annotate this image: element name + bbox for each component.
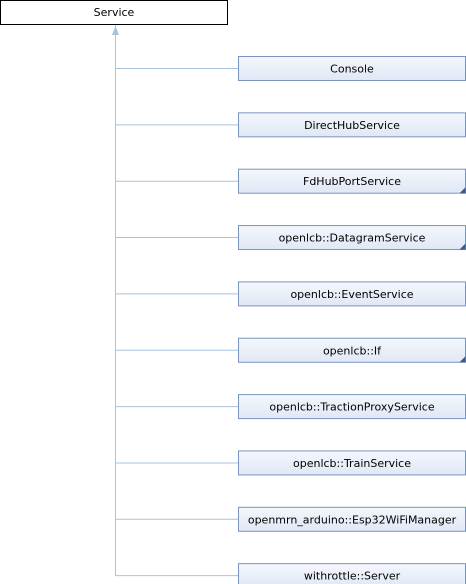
- derived-class-node[interactable]: openlcb::EventService: [238, 281, 466, 307]
- derived-class-box[interactable]: [238, 394, 466, 420]
- derived-class-node[interactable]: openlcb::TractionProxyService: [238, 394, 466, 420]
- derived-class-box[interactable]: [238, 56, 466, 81]
- root-class-box[interactable]: [0, 0, 228, 25]
- derived-class-label: Console: [330, 63, 374, 76]
- derived-class-box[interactable]: [238, 225, 466, 251]
- derived-class-node[interactable]: DirectHubService: [238, 112, 466, 138]
- derived-class-label: openlcb::EventService: [290, 288, 413, 301]
- derived-class-node[interactable]: openlcb::TrainService: [238, 450, 466, 476]
- derived-class-node[interactable]: Console: [238, 56, 466, 81]
- derived-class-label: openlcb::TractionProxyService: [269, 401, 434, 414]
- derived-class-node[interactable]: openlcb::If: [238, 337, 466, 363]
- derived-class-node[interactable]: openlcb::DatagramService: [238, 225, 466, 251]
- has-subclasses-marker-icon: [459, 187, 466, 194]
- derived-class-box[interactable]: [238, 168, 466, 194]
- derived-class-node[interactable]: FdHubPortService: [238, 168, 466, 194]
- derived-class-label: openlcb::TrainService: [293, 457, 411, 470]
- derived-class-label: DirectHubService: [304, 119, 400, 132]
- derived-class-label: withrottle::Server: [304, 570, 401, 583]
- derived-class-node[interactable]: openmrn_arduino::Esp32WiFiManager: [238, 506, 466, 532]
- has-subclasses-marker-icon: [459, 356, 466, 363]
- derived-class-node[interactable]: withrottle::Server: [238, 563, 466, 584]
- derived-class-label: openlcb::If: [323, 344, 382, 357]
- derived-class-label: openlcb::DatagramService: [279, 232, 426, 245]
- inheritance-edges: [112, 25, 239, 577]
- inheritance-arrowhead: [112, 26, 119, 35]
- root-class-label: Service: [94, 6, 135, 19]
- root-class-node[interactable]: Service: [0, 0, 228, 25]
- derived-class-box[interactable]: [238, 337, 466, 363]
- derived-class-label: FdHubPortService: [303, 175, 401, 188]
- derived-class-box[interactable]: [238, 450, 466, 476]
- has-subclasses-marker-icon: [459, 243, 466, 250]
- derived-class-label: openmrn_arduino::Esp32WiFiManager: [248, 513, 457, 526]
